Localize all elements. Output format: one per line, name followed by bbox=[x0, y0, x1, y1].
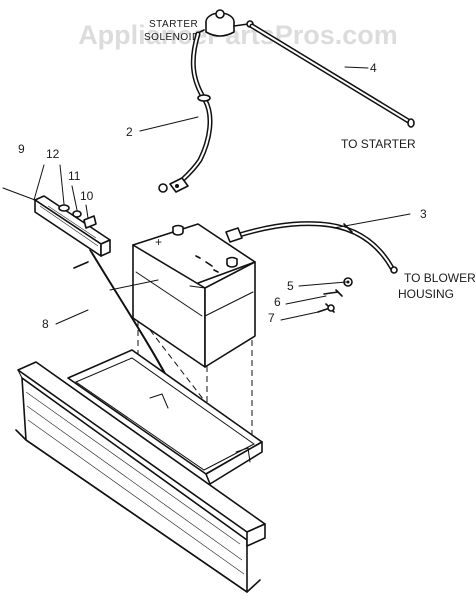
callout-6: 6 bbox=[274, 295, 281, 309]
starter-cable bbox=[249, 23, 415, 128]
callout-11: 11 bbox=[68, 169, 81, 183]
callout-5: 5 bbox=[287, 279, 294, 293]
callout-10: 10 bbox=[80, 189, 94, 203]
starter-solenoid-label-line1: STARTER bbox=[149, 19, 198, 30]
callout-3: 3 bbox=[420, 207, 427, 221]
battery-tray bbox=[67, 349, 263, 485]
battery-positive-cable bbox=[158, 31, 213, 193]
nut-10 bbox=[83, 215, 97, 229]
to-starter-label: TO STARTER bbox=[341, 137, 416, 151]
hold-down-bracket bbox=[2, 187, 111, 257]
watermark: AppliancePartsPros.com bbox=[78, 20, 398, 50]
callout-7: 7 bbox=[268, 311, 275, 325]
callout-8: 8 bbox=[42, 317, 49, 331]
lock-washer-6 bbox=[323, 289, 343, 297]
callout-12: 12 bbox=[46, 147, 60, 161]
callout-2: 2 bbox=[126, 125, 133, 139]
washer-12 bbox=[58, 204, 70, 212]
frame-rail bbox=[15, 361, 266, 593]
to-blower-label-line1: TO BLOWER bbox=[404, 271, 476, 285]
lock-washer-11 bbox=[72, 210, 82, 218]
to-blower-label-line2: HOUSING bbox=[398, 287, 454, 301]
battery bbox=[132, 223, 256, 368]
starter-solenoid-label-line2: SOLENOID bbox=[144, 32, 200, 43]
callout-4: 4 bbox=[370, 61, 377, 75]
ground-cable bbox=[225, 221, 398, 274]
bolt-7 bbox=[317, 303, 335, 313]
battery-positive-sign: + bbox=[155, 235, 162, 249]
leader-lines bbox=[33, 66, 411, 325]
callout-9: 9 bbox=[18, 142, 25, 156]
